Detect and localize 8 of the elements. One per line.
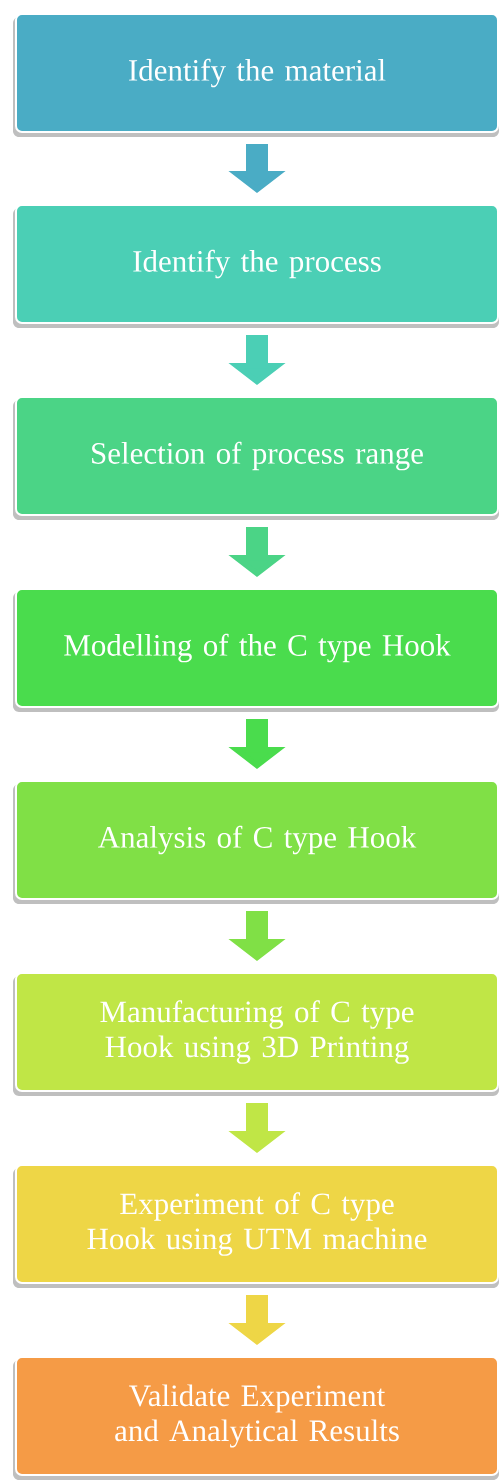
process-box: Experiment of C type Hook using UTM machine [13, 1164, 499, 1288]
process-box: Manufacturing of C type Hook using 3D Printing [13, 972, 499, 1096]
process-box: Modelling of the C type Hook [13, 588, 499, 712]
process-box: Identify the process [13, 204, 499, 328]
process-box: Selection of process range [13, 396, 499, 520]
process-box: Analysis of C type Hook [13, 780, 499, 904]
process-box: Validate Experiment and Analytical Results [13, 1356, 499, 1480]
process-box: Identify the material [13, 13, 499, 137]
